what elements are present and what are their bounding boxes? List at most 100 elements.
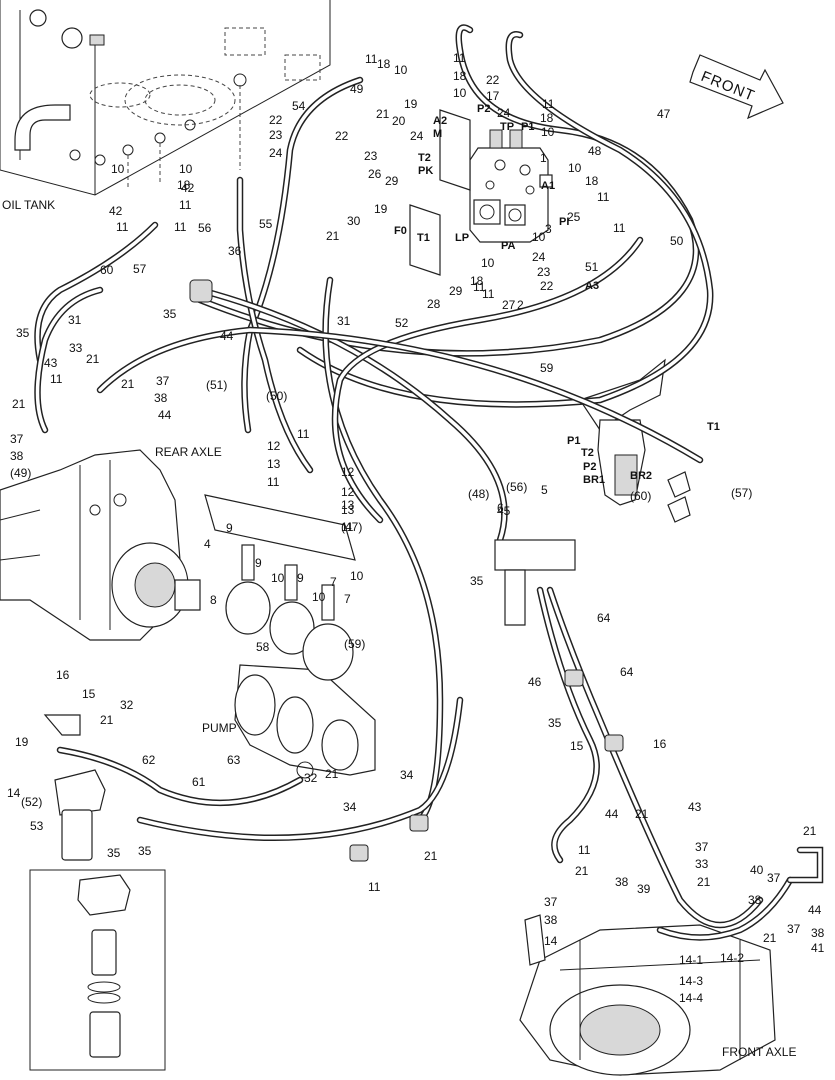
callout-label: 23	[269, 128, 283, 142]
callout-label: (50)	[266, 389, 287, 403]
callout-label: 10	[111, 162, 125, 176]
callout-label: P1	[567, 435, 580, 447]
callout-label: 39	[637, 882, 651, 896]
callout-label: 21	[12, 397, 26, 411]
callout-label: M	[433, 128, 442, 140]
callout-label: 11	[368, 880, 381, 894]
callout-label: 11	[482, 287, 495, 301]
callout-label: 35	[138, 844, 152, 858]
callout-label: 15	[570, 739, 584, 753]
callout-label: 37	[695, 840, 709, 854]
callout-label: 9	[297, 571, 304, 585]
callout-label: 10	[312, 590, 326, 604]
callout-label: P2	[583, 461, 596, 473]
callout-label: 10	[179, 162, 193, 176]
callout-label: 16	[653, 737, 667, 751]
callout-label: 13	[267, 457, 281, 471]
callout-label: 36	[228, 244, 242, 258]
callout-label: 11	[116, 220, 129, 234]
callout-label: 15	[82, 687, 96, 701]
callout-label: 44	[605, 807, 619, 821]
callout-label: 12	[341, 465, 355, 479]
callout-label: PI	[559, 216, 569, 228]
callout-label: 16	[56, 668, 70, 682]
callout-label: 9	[255, 556, 262, 570]
callout-label: 18	[540, 111, 554, 125]
callout-label: 7	[330, 575, 337, 589]
callout-label: 43	[688, 800, 702, 814]
callout-label: 37	[10, 432, 24, 446]
callout-label: 60	[100, 263, 114, 277]
callout-label: 25	[567, 210, 581, 224]
return-filter	[43, 714, 106, 861]
callout-label: 11	[578, 843, 591, 857]
callout-label: 28	[427, 297, 441, 311]
callout-label: 14-4	[679, 991, 703, 1005]
callout-label: 38	[615, 875, 629, 889]
callout-label: 54	[292, 99, 306, 113]
callout-label: 3	[545, 222, 552, 236]
callout-label: 29	[385, 174, 399, 188]
callout-label: 21	[803, 824, 817, 838]
callout-label: 10	[532, 230, 546, 244]
callout-label: 24	[410, 129, 424, 143]
callout-label: 31	[68, 313, 82, 327]
callout-label: TP	[500, 121, 514, 133]
callout-label: 18	[470, 274, 484, 288]
callout-label: A1	[541, 180, 555, 192]
callout-label: 34	[343, 800, 357, 814]
callout-label: 37	[544, 895, 558, 909]
callout-label: 62	[142, 753, 156, 767]
callout-label: 49	[350, 82, 364, 96]
callout-label: 11	[267, 475, 280, 489]
callout-label: 48	[588, 144, 602, 158]
callout-label: T1	[417, 232, 430, 244]
callout-label: 21	[575, 864, 589, 878]
callout-label: 21	[325, 767, 339, 781]
callout-label: 10	[568, 161, 582, 175]
callout-label: 11	[50, 372, 63, 386]
callout-label: P1	[521, 121, 534, 133]
rear-axle-label: REAR AXLE	[155, 445, 222, 459]
callout-label: 35	[470, 574, 484, 588]
callout-label: 11	[174, 220, 187, 234]
callout-label: 19	[15, 735, 29, 749]
callout-label: 50	[670, 234, 684, 248]
callout-label: 35	[163, 307, 177, 321]
callout-label: 57	[133, 262, 147, 276]
callout-label: 10	[271, 571, 285, 585]
callout-label: 31	[337, 314, 351, 328]
callout-label: 61	[192, 775, 206, 789]
callout-label: 11	[365, 52, 378, 66]
callout-label: 44	[158, 408, 172, 422]
callout-label: A2	[433, 115, 447, 127]
callout-label: 20	[392, 114, 406, 128]
callout-label: 53	[30, 819, 44, 833]
callout-label: 24	[532, 250, 546, 264]
callout-label: 55	[259, 217, 273, 231]
callout-label: 17	[486, 89, 500, 103]
callout-label: 52	[395, 316, 409, 330]
callout-label: 11	[179, 198, 192, 212]
callout-label: 11	[597, 190, 610, 204]
callout-label: 58	[256, 640, 270, 654]
callout-label: 11	[613, 221, 626, 235]
filter-exploded-view	[29, 869, 166, 1071]
callout-label: 12	[341, 485, 355, 499]
callout-label: BR1	[583, 474, 605, 486]
callout-label: 14	[544, 934, 558, 948]
callout-label: 63	[227, 753, 241, 767]
callout-label: 10	[481, 256, 495, 270]
callout-label: 42	[181, 181, 195, 195]
callout-label: 9	[226, 521, 233, 535]
callout-label: 21	[424, 849, 438, 863]
callout-label: 21	[326, 229, 340, 243]
callout-label: T2	[418, 152, 431, 164]
callout-label: 22	[486, 73, 500, 87]
callout-label: 21	[635, 807, 649, 821]
callout-label: 18	[377, 57, 391, 71]
callout-label: 21	[100, 713, 114, 727]
callout-label: 21	[376, 107, 390, 121]
callout-label: 22	[269, 113, 283, 127]
